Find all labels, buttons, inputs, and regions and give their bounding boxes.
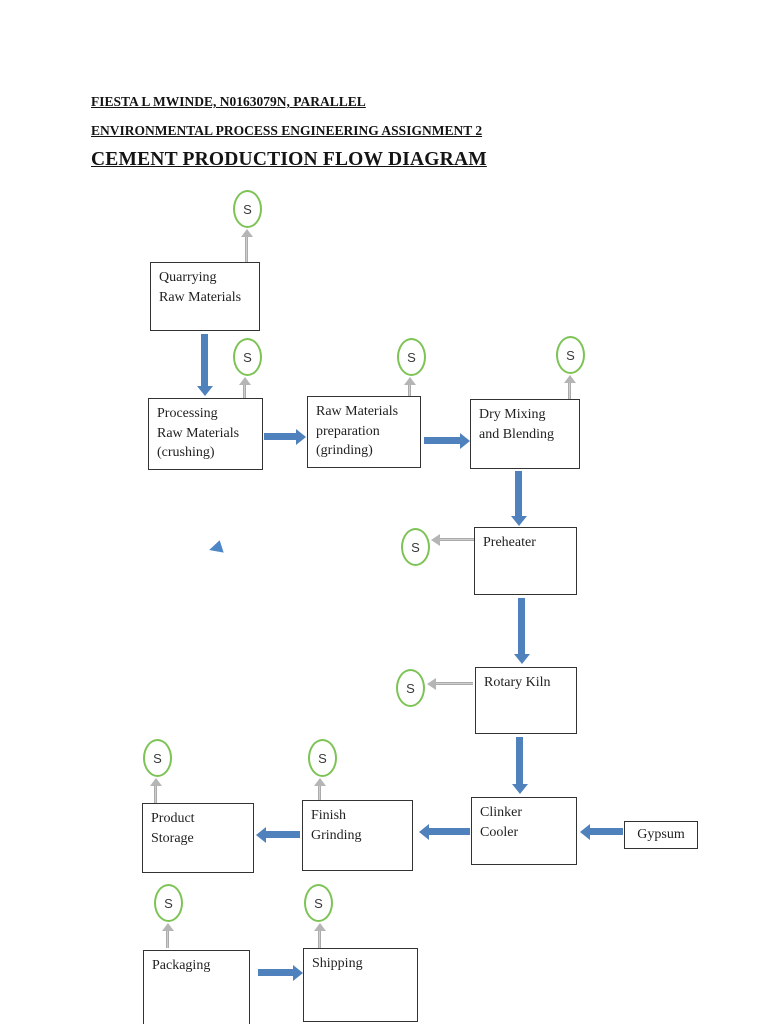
- flow-arrow-finish-grinding-to-product-storage: [256, 827, 300, 843]
- page-title: CEMENT PRODUCTION FLOW DIAGRAM: [91, 149, 487, 170]
- gray-arrow-shipping-to-s: [314, 923, 326, 948]
- node-label-line: Gypsum: [637, 827, 685, 842]
- source-marker-dry-mixing: S: [556, 336, 585, 374]
- node-label-line: Product: [151, 811, 195, 826]
- node-rotary-kiln: Rotary Kiln: [475, 667, 577, 734]
- source-marker-label: S: [411, 539, 420, 555]
- source-marker-quarrying: S: [233, 190, 262, 228]
- flow-arrow-rotary-kiln-to-clinker-cooler: [512, 737, 528, 794]
- assignment-line: ENVIRONMENTAL PROCESS ENGINEERING ASSIGN…: [91, 123, 483, 138]
- node-preheater: Preheater: [474, 527, 577, 595]
- node-label-line: Packaging: [152, 958, 211, 973]
- node-packaging: Packaging: [143, 950, 250, 1024]
- node-label-line: Cooler: [480, 824, 519, 840]
- node-label-line: Shipping: [312, 956, 363, 971]
- gray-arrow-processing-to-s: [239, 377, 251, 398]
- source-marker-raw-prep: S: [397, 338, 426, 376]
- gray-arrow-product-storage-to-s: [150, 778, 162, 803]
- source-marker-rotary-kiln: S: [396, 669, 425, 707]
- source-marker-label: S: [314, 895, 323, 911]
- flow-arrow-preheater-to-rotary-kiln: [514, 598, 530, 664]
- node-clinker-cooler: Clinker Cooler: [471, 797, 577, 865]
- node-label-line: and Blending: [479, 426, 555, 442]
- node-label-line: Quarrying: [159, 270, 217, 285]
- node-label-line: Raw Materials: [159, 289, 242, 305]
- source-marker-shipping: S: [304, 884, 333, 922]
- node-label-line: Raw Materials: [316, 404, 399, 419]
- node-label-line: (crushing): [157, 445, 215, 460]
- source-marker-label: S: [164, 895, 173, 911]
- source-marker-preheater: S: [401, 528, 430, 566]
- gray-arrow-packaging-to-s: [162, 923, 174, 948]
- source-marker-label: S: [243, 201, 252, 217]
- node-label-line: Clinker: [480, 805, 522, 820]
- node-label-line: Finish: [311, 808, 347, 823]
- stray-arrowhead: [207, 540, 224, 557]
- node-label-line: Preheater: [483, 535, 536, 550]
- flow-arrow-packaging-to-shipping: [258, 965, 303, 981]
- flow-arrow-raw-prep-to-dry-mixing: [424, 433, 470, 449]
- node-label-line: (grinding): [316, 443, 373, 458]
- source-marker-label: S: [407, 349, 416, 365]
- source-marker-label: S: [406, 680, 415, 696]
- node-label-line: Processing: [157, 406, 218, 421]
- node-raw-materials-preparation: Raw Materials preparation (grinding): [307, 396, 421, 468]
- node-label-line: Dry Mixing: [479, 407, 546, 422]
- node-label-line: Grinding: [311, 827, 362, 843]
- flow-arrow-quarrying-to-processing: [197, 334, 213, 396]
- node-label-line: Storage: [151, 830, 194, 846]
- gray-arrow-dry-mixing-to-s: [564, 375, 576, 399]
- flow-arrow-dry-mixing-to-preheater: [511, 471, 527, 526]
- source-marker-packaging: S: [154, 884, 183, 922]
- gray-arrow-quarrying-to-s: [241, 229, 253, 262]
- source-marker-product-storage: S: [143, 739, 172, 777]
- source-marker-processing: S: [233, 338, 262, 376]
- node-product-storage: Product Storage: [142, 803, 254, 873]
- node-dry-mixing: Dry Mixing and Blending: [470, 399, 580, 469]
- gray-arrow-finish-grinding-to-s: [314, 778, 326, 800]
- gray-arrow-raw-prep-to-s: [404, 377, 416, 396]
- node-label-line: Rotary Kiln: [484, 675, 551, 690]
- node-quarrying: Quarrying Raw Materials: [150, 262, 260, 331]
- flow-arrow-gypsum-to-clinker-cooler: [580, 824, 623, 840]
- node-gypsum: Gypsum: [624, 821, 698, 849]
- flow-arrow-processing-to-raw-prep: [264, 429, 306, 445]
- author-line: FIESTA L MWINDE, N0163079N, PARALLEL: [91, 94, 366, 109]
- node-finish-grinding: Finish Grinding: [302, 800, 413, 871]
- gray-arrow-preheater-to-s: [431, 534, 474, 546]
- source-marker-label: S: [318, 750, 327, 766]
- source-marker-label: S: [566, 347, 575, 363]
- source-marker-label: S: [243, 349, 252, 365]
- node-processing: Processing Raw Materials (crushing): [148, 398, 263, 470]
- gray-arrow-rotary-kiln-to-s: [427, 678, 473, 690]
- source-marker-finish-grinding: S: [308, 739, 337, 777]
- source-marker-label: S: [153, 750, 162, 766]
- flow-arrow-clinker-cooler-to-finish-grinding: [419, 824, 470, 840]
- node-label-line: preparation: [316, 423, 380, 439]
- node-label-line: Raw Materials: [157, 425, 240, 441]
- node-shipping: Shipping: [303, 948, 418, 1022]
